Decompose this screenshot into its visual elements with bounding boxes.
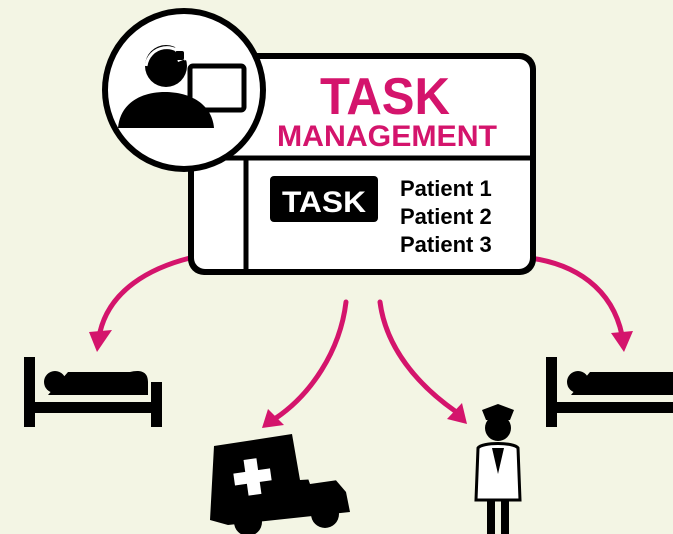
arrowhead-ambulance: [262, 409, 284, 428]
hospital-bed-left-icon: [24, 357, 162, 427]
arrow-to-ambulance: [273, 299, 349, 421]
nurse-icon: [474, 404, 522, 534]
arrowhead-left-bed: [89, 330, 112, 352]
task-badge: [270, 176, 378, 222]
panel-title-task: TASK: [320, 68, 450, 126]
task-badge-label: TASK: [282, 186, 366, 219]
patient-3-label: Patient 3: [400, 232, 492, 257]
headset-operator-icon: [102, 8, 266, 172]
arrow-to-right-bed: [527, 255, 625, 338]
panel-title-management: MANAGEMENT: [277, 120, 497, 153]
arrowhead-nurse: [447, 403, 467, 424]
arrowhead-right-bed: [611, 331, 633, 352]
ambulance-icon: [210, 434, 350, 534]
hospital-bed-right-icon: [546, 357, 673, 427]
assignment-arrows: [97, 255, 625, 421]
arrow-heads: [89, 330, 633, 428]
arrow-to-left-bed: [97, 255, 193, 335]
task-management-panel: TASK MANAGEMENT TASK Patient 1 Patient 2…: [188, 53, 536, 275]
arrow-to-nurse: [377, 299, 458, 414]
patient-2-label: Patient 2: [400, 204, 492, 229]
patient-1-label: Patient 1: [400, 176, 492, 201]
